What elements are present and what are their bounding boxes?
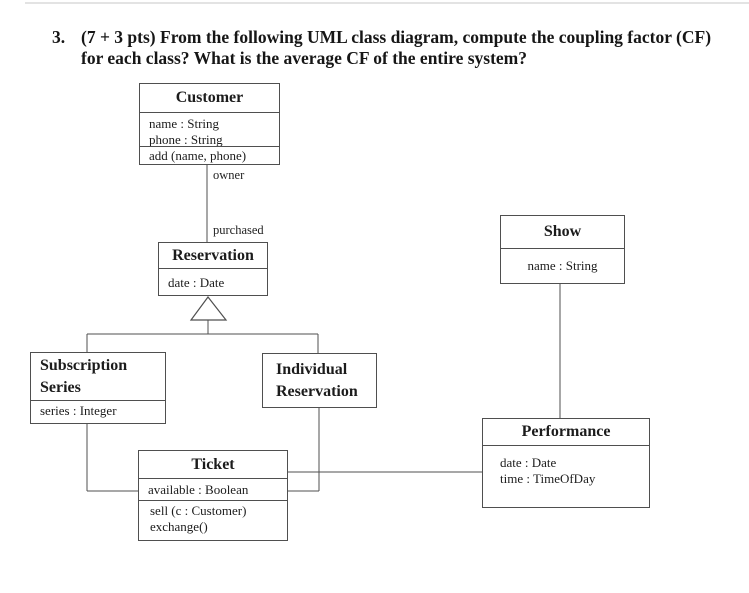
relationship-label-owner: owner <box>213 168 245 182</box>
class-title-customer: Customer <box>175 89 244 106</box>
customer-attributes: name : String phone : String <box>140 112 279 146</box>
class-attribute: available : Boolean <box>148 482 249 497</box>
class-title-show: Show <box>543 223 582 240</box>
class-attribute: name : String <box>527 258 598 273</box>
ticket-methods: sell (c : Customer) exchange() <box>139 500 287 538</box>
class-method: add (name, phone) <box>149 148 247 163</box>
class-box-customer: Customer name : String phone : String ad… <box>139 83 280 165</box>
class-title-ticket: Ticket <box>191 455 235 473</box>
ticket-attributes: available : Boolean <box>139 478 287 500</box>
question-block: 3. (7 + 3 pts) From the following UML cl… <box>52 27 712 69</box>
class-title-line: Individual <box>276 360 348 378</box>
class-title-reservation: Reservation <box>172 246 254 264</box>
relationship-label-purchased: purchased <box>213 223 264 237</box>
class-method: sell (c : Customer) <box>150 503 247 518</box>
class-attribute: date : Date <box>500 455 557 470</box>
class-title-individual-reservation: Individual Reservation <box>263 354 376 407</box>
class-title-line: Reservation <box>276 382 358 400</box>
question-line-1: (7 + 3 pts) From the following UML class… <box>81 27 712 47</box>
class-attribute: name : String <box>149 116 220 131</box>
class-title-performance: Performance <box>521 423 611 440</box>
question-text: (7 + 3 pts) From the following UML class… <box>81 27 712 69</box>
performance-attributes: date : Date time : TimeOfDay <box>483 445 649 507</box>
class-box-show: Show name : String <box>500 215 625 284</box>
question-line-2: for each class? What is the average CF o… <box>81 48 528 68</box>
class-box-reservation: Reservation date : Date <box>158 242 268 296</box>
subscription-series-attributes: series : Integer <box>31 400 165 423</box>
class-title-line: Series <box>40 378 81 396</box>
show-attributes: name : String <box>501 248 624 283</box>
class-box-performance: Performance date : Date time : TimeOfDay <box>482 418 650 508</box>
question-number: 3. <box>52 27 66 47</box>
class-title-subscription-series: Subscription Series <box>31 353 165 400</box>
reservation-attributes: date : Date <box>159 268 267 295</box>
class-box-ticket: Ticket available : Boolean sell (c : Cus… <box>138 450 288 541</box>
inheritance-triangle <box>189 296 228 321</box>
class-attribute: phone : String <box>149 132 223 146</box>
customer-methods: add (name, phone) <box>140 146 279 164</box>
class-attribute: series : Integer <box>40 403 117 418</box>
class-box-individual-reservation: Individual Reservation <box>262 353 377 408</box>
class-attribute: date : Date <box>168 275 225 290</box>
class-title-line: Subscription <box>40 356 128 374</box>
class-box-subscription-series: Subscription Series series : Integer <box>30 352 166 424</box>
class-attribute: time : TimeOfDay <box>500 471 596 486</box>
class-method: exchange() <box>150 519 208 534</box>
top-divider-line <box>25 2 749 4</box>
